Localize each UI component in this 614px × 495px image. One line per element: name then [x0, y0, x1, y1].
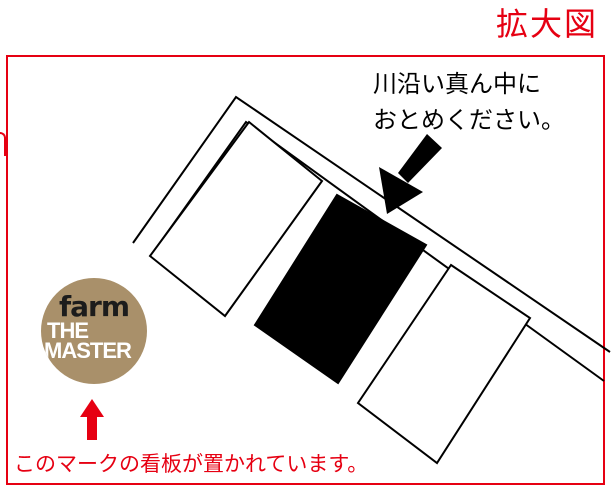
map-frame: [6, 55, 605, 485]
parking-space-target: [253, 193, 428, 385]
instruction-text: 川沿い真ん中に おとめください。: [373, 66, 603, 138]
page-title: 拡大図: [495, 5, 598, 43]
down-left-arrow-icon: [379, 134, 442, 214]
logo-line-1: THE: [47, 318, 89, 343]
parking-space-left: [148, 120, 324, 318]
up-arrow-icon: [80, 399, 104, 440]
road-edge-line: [132, 95, 611, 353]
instruction-line-1: 川沿い真ん中に: [373, 70, 541, 98]
logo-brand: farm: [58, 290, 130, 323]
parking-space-right: [356, 263, 532, 465]
the-master-logo: farm THE MASTER: [41, 278, 147, 384]
instruction-line-2: おとめください。: [373, 106, 565, 134]
frame-edge: [0, 132, 6, 156]
caption-text: このマークの看板が置かれています。: [14, 452, 369, 476]
logo-line-2: MASTER: [44, 338, 132, 363]
